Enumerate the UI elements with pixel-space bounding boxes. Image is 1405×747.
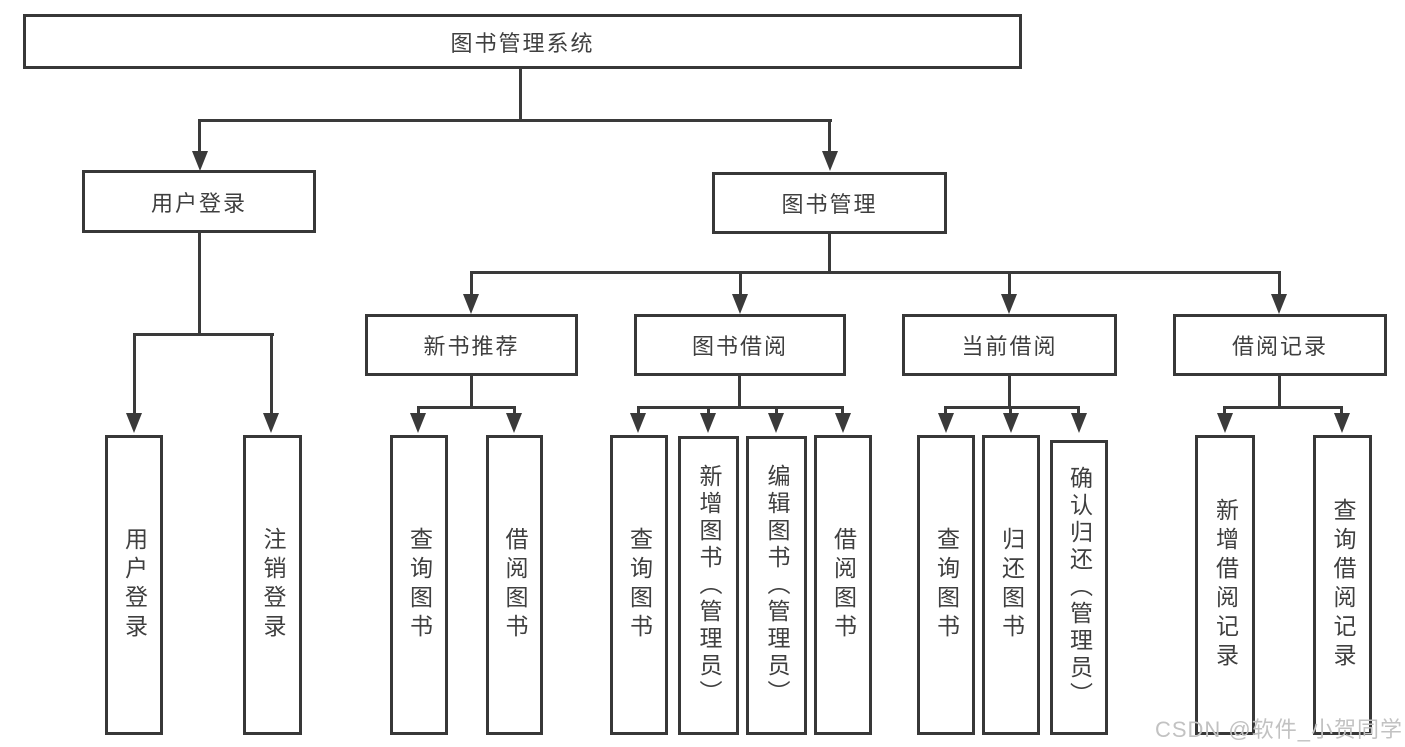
connector-line xyxy=(1008,374,1011,409)
connector-line xyxy=(133,333,274,336)
arrowhead-down-icon xyxy=(835,413,851,433)
connector-line xyxy=(1077,406,1080,416)
connector-line xyxy=(944,406,947,416)
connector-line xyxy=(198,231,201,336)
arrowhead-down-icon xyxy=(630,413,646,433)
connector-line xyxy=(198,119,201,153)
connector-line xyxy=(198,119,832,122)
connector-line xyxy=(707,406,710,416)
arrowhead-down-icon xyxy=(700,413,716,433)
arrowhead-down-icon xyxy=(1003,413,1019,433)
connector-line xyxy=(470,374,473,409)
node-book-management: 图书管理 xyxy=(712,172,947,234)
connector-line xyxy=(133,333,136,415)
leaf-logout: 注销登录 xyxy=(243,435,302,735)
connector-line xyxy=(1008,271,1011,297)
connector-line xyxy=(270,333,273,415)
connector-line xyxy=(513,406,516,416)
arrowhead-down-icon xyxy=(1071,413,1087,433)
connector-line xyxy=(637,406,640,416)
connector-line xyxy=(1278,374,1281,409)
node-borrow-records: 借阅记录 xyxy=(1173,314,1387,376)
leaf-borrow-borrow-books: 借阅图书 xyxy=(814,435,872,735)
connector-line xyxy=(1223,406,1226,416)
connector-line xyxy=(519,68,522,122)
node-book-borrow: 图书借阅 xyxy=(634,314,846,376)
leaf-records-query-borrow-record: 查询借阅记录 xyxy=(1313,435,1372,735)
arrowhead-down-icon xyxy=(1217,413,1233,433)
arrowhead-down-icon xyxy=(1001,294,1017,314)
leaf-borrow-query-books: 查询图书 xyxy=(610,435,668,735)
leaf-current-confirm-return-admin: 确认归还（管理员） xyxy=(1050,440,1108,735)
connector-line xyxy=(828,232,831,274)
leaf-recommend-query-books: 查询图书 xyxy=(390,435,448,735)
arrowhead-down-icon xyxy=(1271,294,1287,314)
arrowhead-down-icon xyxy=(768,413,784,433)
arrowhead-down-icon xyxy=(732,294,748,314)
arrowhead-down-icon xyxy=(192,151,208,171)
connector-line xyxy=(1278,271,1281,297)
arrowhead-down-icon xyxy=(1334,413,1350,433)
node-current-borrow: 当前借阅 xyxy=(902,314,1117,376)
arrowhead-down-icon xyxy=(822,151,838,171)
arrowhead-down-icon xyxy=(263,413,279,433)
connector-line xyxy=(1009,406,1012,416)
connector-line xyxy=(637,406,844,409)
connector-line xyxy=(470,271,1281,274)
connector-line xyxy=(738,374,741,409)
node-root: 图书管理系统 xyxy=(23,14,1022,69)
connector-line xyxy=(841,406,844,416)
connector-line xyxy=(417,406,420,416)
connector-line xyxy=(1340,406,1343,416)
connector-line xyxy=(775,406,778,416)
arrowhead-down-icon xyxy=(463,294,479,314)
connector-line xyxy=(417,406,516,409)
arrowhead-down-icon xyxy=(410,413,426,433)
connector-line xyxy=(739,271,742,297)
leaf-current-query-books: 查询图书 xyxy=(917,435,975,735)
node-user-login: 用户登录 xyxy=(82,170,316,233)
leaf-borrow-add-books-admin: 新增图书（管理员） xyxy=(678,436,739,735)
node-new-book-recommend: 新书推荐 xyxy=(365,314,578,376)
arrowhead-down-icon xyxy=(506,413,522,433)
leaf-current-return-books: 归还图书 xyxy=(982,435,1040,735)
arrowhead-down-icon xyxy=(126,413,142,433)
leaf-user-login: 用户登录 xyxy=(105,435,163,735)
leaf-recommend-borrow-books: 借阅图书 xyxy=(486,435,543,735)
connector-line xyxy=(828,119,831,153)
connector-line xyxy=(944,406,1080,409)
arrowhead-down-icon xyxy=(938,413,954,433)
csdn-watermark: CSDN @软件_小贺同学 xyxy=(1154,717,1403,742)
leaf-records-add-borrow-record: 新增借阅记录 xyxy=(1195,435,1255,735)
connector-line xyxy=(1223,406,1343,409)
connector-line xyxy=(470,271,473,297)
leaf-borrow-edit-books-admin: 编辑图书（管理员） xyxy=(746,436,807,735)
